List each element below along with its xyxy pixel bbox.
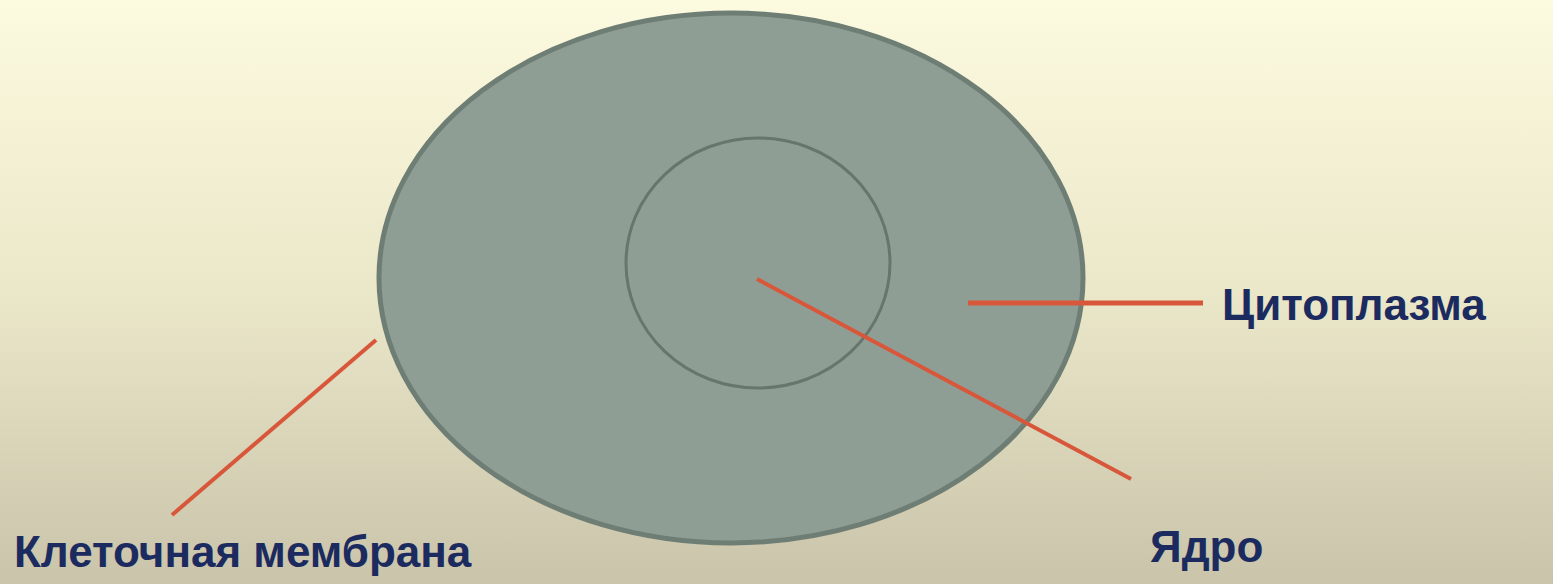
nucleus-outline xyxy=(626,138,890,388)
leader-line xyxy=(968,301,1203,306)
leader-line xyxy=(757,279,1131,479)
part-label: Клеточная мембрана xyxy=(14,528,471,576)
leader-line xyxy=(172,340,376,515)
part-label: Цитоплазма xyxy=(1222,281,1486,329)
part-label: Ядро xyxy=(1150,523,1263,571)
cell-membrane-outline xyxy=(379,13,1083,543)
